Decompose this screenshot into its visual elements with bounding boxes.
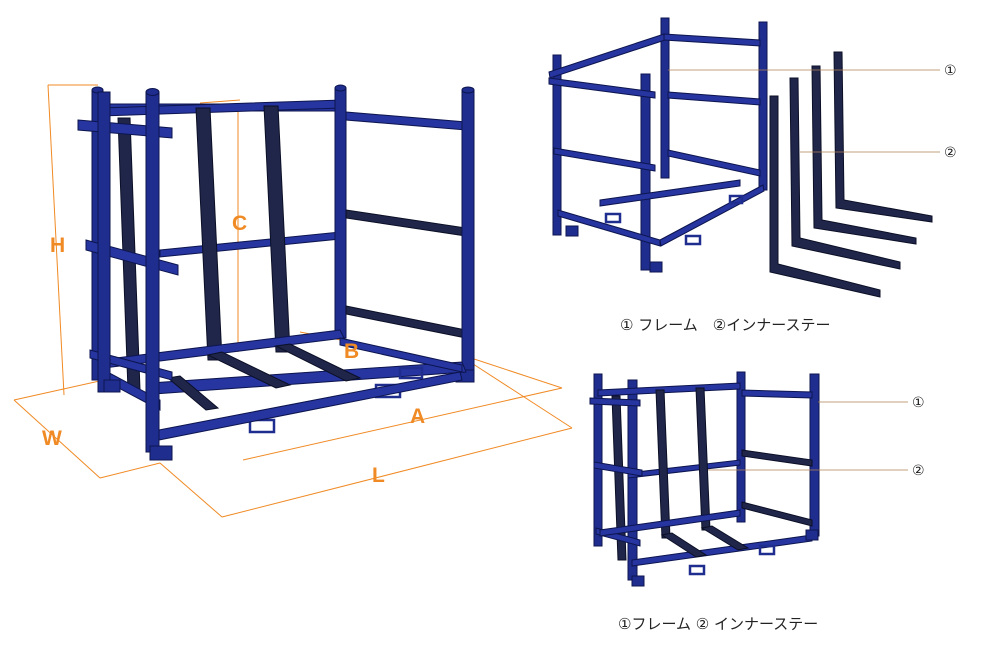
- dim-label-l: L: [372, 464, 385, 487]
- dim-label-a: A: [410, 405, 425, 428]
- bottom-rack: [589, 371, 820, 587]
- exploded-view: [548, 17, 933, 298]
- callout-top-2: ②: [944, 145, 957, 161]
- dim-label-c: C: [232, 212, 247, 235]
- dim-label-w: W: [42, 427, 62, 450]
- dim-label-h: H: [50, 234, 65, 257]
- callout-top-1: ①: [944, 63, 957, 79]
- dim-label-b: B: [344, 340, 359, 363]
- caption-top: ① フレーム ②インナーステー: [620, 316, 830, 334]
- callout-bottom-2: ②: [912, 463, 925, 479]
- callout-bottom-1: ①: [912, 395, 925, 411]
- caption-bottom: ①フレーム ② インナーステー: [618, 615, 818, 633]
- main-rack: [13, 84, 573, 518]
